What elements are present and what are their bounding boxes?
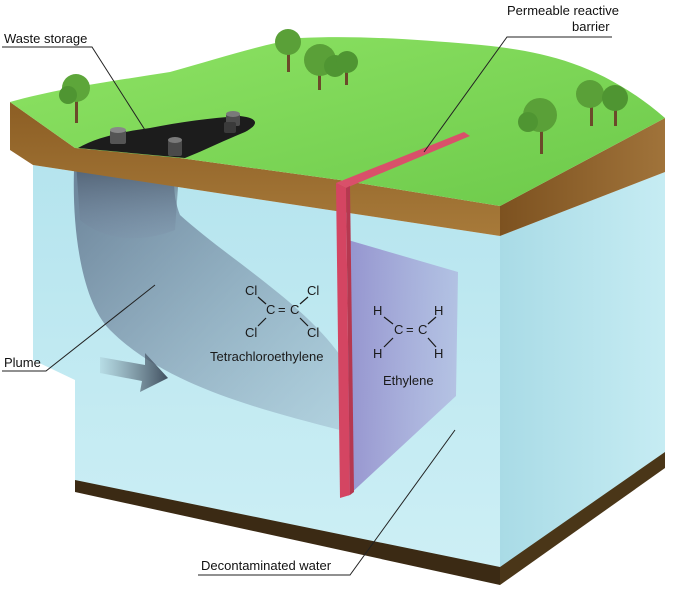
tetrachloroethylene-label: Tetrachloroethylene	[210, 349, 323, 364]
decontaminated-water-leader	[198, 429, 456, 576]
permeable-reactive-barrier	[336, 183, 350, 498]
carbon-right: C	[418, 322, 427, 337]
carbon-left: C	[266, 302, 275, 317]
soil-front	[10, 102, 500, 236]
plume-leader	[2, 284, 156, 372]
substituent-cl-top-right: Cl	[307, 283, 319, 298]
groundwater-side-face	[500, 172, 665, 567]
tree-icon	[275, 29, 301, 72]
bond-line	[257, 296, 267, 305]
carbon-left: C	[394, 322, 403, 337]
tree-icon	[336, 51, 358, 85]
bond-line	[427, 337, 437, 348]
tree-icon	[518, 98, 557, 154]
carbon-right: C	[290, 302, 299, 317]
barrel-icon	[224, 122, 236, 133]
bond-line	[299, 317, 309, 327]
barrier-top-strip	[336, 132, 470, 188]
barrel-icon	[110, 127, 126, 144]
substituent-h-top-right: H	[434, 303, 443, 318]
barrier-leader	[423, 36, 612, 153]
substituent-h-top-left: H	[373, 303, 382, 318]
substituent-h-bottom-right: H	[434, 346, 443, 361]
bond-line	[383, 337, 394, 348]
barrier-edge	[346, 186, 354, 495]
tree-icon	[602, 85, 628, 126]
grass-surface	[10, 37, 665, 206]
waste-storage-pool	[78, 116, 256, 158]
double-bond: =	[278, 302, 286, 317]
substituent-cl-bottom-left: Cl	[245, 325, 257, 340]
double-bond: =	[406, 322, 414, 337]
bond-line	[383, 316, 394, 325]
barrier-label-line1: Permeable reactive	[507, 3, 619, 18]
substituent-cl-top-left: Cl	[245, 283, 257, 298]
reaction-zone	[348, 240, 458, 496]
ethylene-structure: H H C = C H H Ethylene	[373, 303, 443, 388]
ethylene-label: Ethylene	[383, 373, 434, 388]
bond-line	[299, 296, 309, 305]
plume-label: Plume	[4, 355, 41, 370]
waste-storage-label: Waste storage	[4, 31, 87, 46]
bond-line	[427, 316, 437, 325]
tetrachloroethylene-structure: Cl Cl C = C Cl Cl Tetrachloroethylene	[210, 283, 323, 364]
substituent-h-bottom-left: H	[373, 346, 382, 361]
tree-icon	[576, 80, 604, 126]
decontaminated-water-label: Decontaminated water	[201, 558, 332, 573]
arrow-right-icon	[100, 353, 168, 392]
waste-storage-leader	[2, 46, 146, 131]
bond-line	[257, 317, 267, 327]
barrel-icon	[168, 137, 182, 156]
soil-side	[500, 118, 665, 236]
substituent-cl-bottom-right: Cl	[307, 325, 319, 340]
barrier-label-line2: barrier	[572, 19, 610, 34]
tree-icon	[59, 74, 90, 123]
